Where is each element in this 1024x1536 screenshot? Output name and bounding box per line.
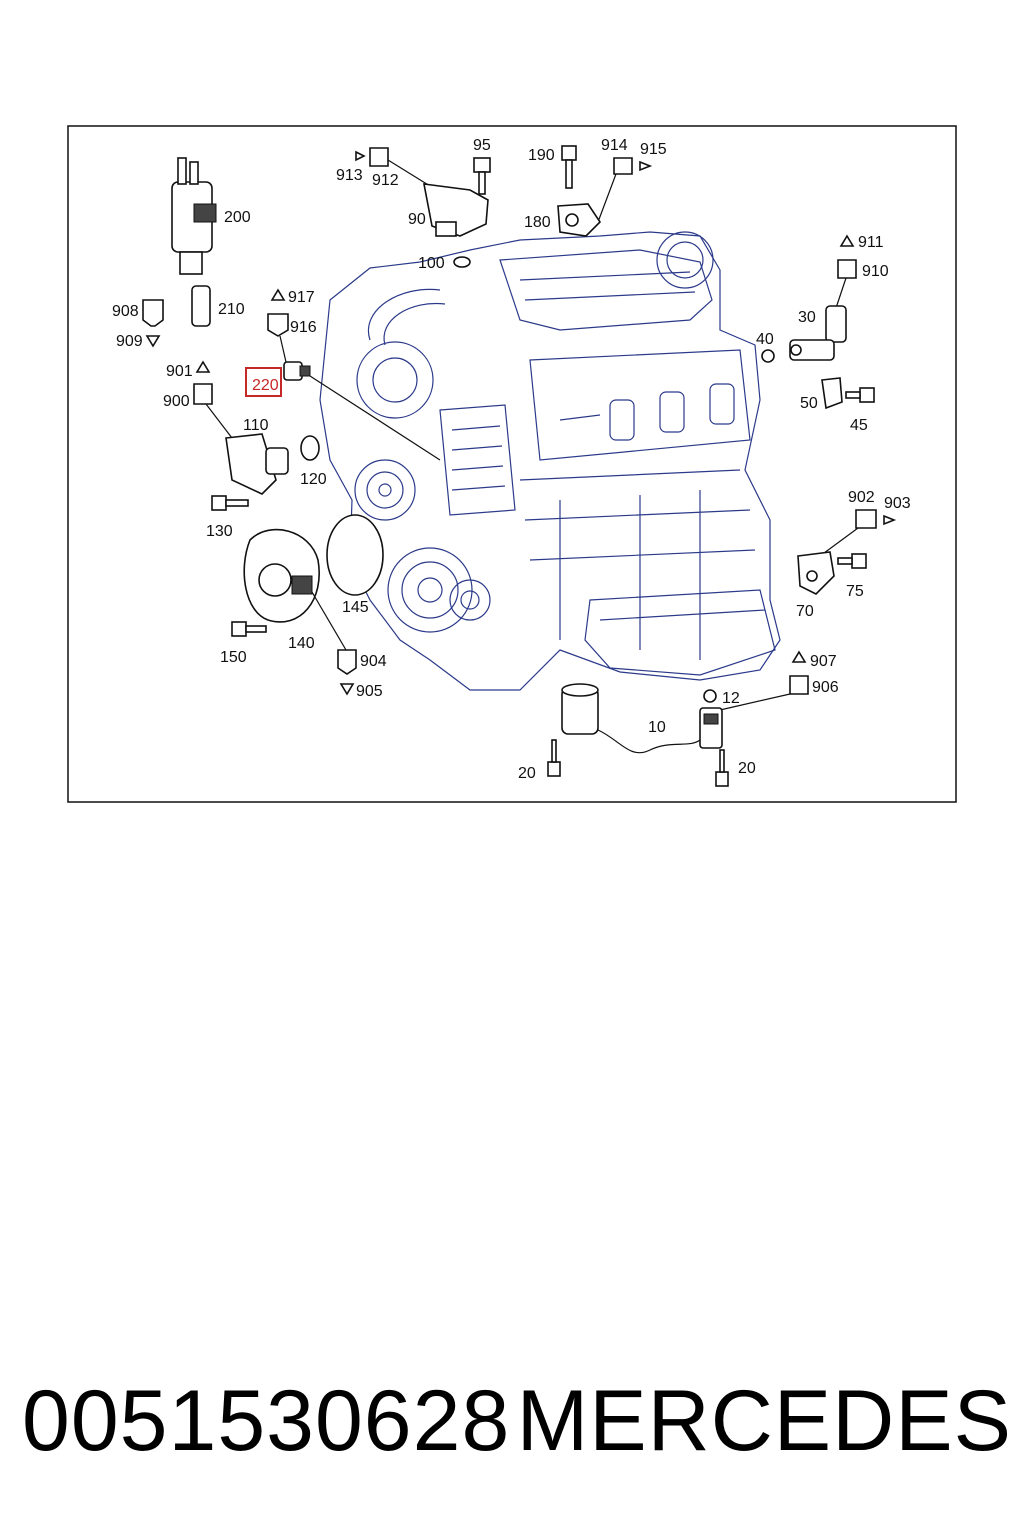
callout-130: 130 — [206, 523, 233, 540]
callout-916: 916 — [290, 319, 317, 336]
callout-913: 913 — [336, 167, 363, 184]
callout-905: 905 — [356, 683, 383, 700]
callout-917: 917 — [288, 289, 315, 306]
part-75-bolt — [837, 553, 867, 569]
part-210-sleeve — [191, 285, 211, 327]
part-50-gasket — [821, 377, 843, 410]
part-12-oring — [703, 689, 717, 703]
part-70-crank-sensor — [797, 551, 835, 595]
part-20-bolt-right — [715, 749, 729, 787]
callout-labels: 200 210 908 909 917 916 220 901 900 110 … — [112, 137, 911, 782]
callout-30: 30 — [798, 309, 816, 326]
callout-100: 100 — [418, 255, 445, 272]
callout-12: 12 — [722, 690, 740, 707]
part-90-sensor — [423, 183, 489, 237]
part-200-solenoid — [171, 157, 217, 275]
callout-145: 145 — [342, 599, 369, 616]
engine-exploded-diagram: 200 210 908 909 917 916 220 901 900 110 … — [67, 125, 957, 803]
callout-120: 120 — [300, 471, 327, 488]
part-140-cover — [243, 528, 320, 623]
callout-908: 908 — [112, 303, 139, 320]
part-95-bolt — [473, 157, 491, 195]
callout-915: 915 — [640, 141, 667, 158]
part-906-connector — [789, 650, 809, 695]
callout-95: 95 — [473, 137, 491, 154]
part-910-connector — [837, 234, 857, 279]
callout-912: 912 — [372, 172, 399, 189]
part-180-knock-sensor — [557, 203, 602, 237]
callout-140: 140 — [288, 635, 315, 652]
part-916-connector — [267, 288, 289, 337]
part-number-text: 0051530628 — [22, 1373, 511, 1469]
part-900-connector — [193, 360, 213, 405]
part-904-connector — [337, 649, 357, 696]
caption-bar: 0051530628 MERCEDES — [22, 1366, 1012, 1476]
callout-40: 40 — [756, 331, 774, 348]
callout-220: 220 — [252, 377, 279, 394]
part-10-oil-level-sensor — [561, 683, 723, 754]
engine-block-drawing — [319, 231, 781, 691]
callout-110: 110 — [243, 417, 269, 434]
part-902-connector — [855, 509, 897, 529]
callout-150: 150 — [220, 649, 247, 666]
part-130-bolt — [211, 495, 249, 511]
part-30-sensor — [789, 305, 847, 361]
part-120-oring — [300, 435, 320, 461]
part-150-bolt — [231, 621, 267, 637]
callout-903: 903 — [884, 495, 911, 512]
callout-910: 910 — [862, 263, 889, 280]
part-145-gasket — [326, 514, 384, 596]
callout-190: 190 — [528, 147, 555, 164]
part-110-sensor — [225, 433, 289, 495]
callout-90: 90 — [408, 211, 426, 228]
part-912-connector — [355, 147, 389, 167]
callout-20-right: 20 — [738, 760, 756, 777]
callout-180: 180 — [524, 214, 551, 231]
callout-906: 906 — [812, 679, 839, 696]
highlight-box-220 — [245, 367, 282, 397]
part-220-pressure-sensor — [283, 361, 311, 381]
callout-900: 900 — [163, 393, 190, 410]
callout-909: 909 — [116, 333, 143, 350]
part-40-washer — [761, 349, 775, 363]
callout-902: 902 — [848, 489, 875, 506]
callout-200: 200 — [224, 209, 251, 226]
callout-911: 911 — [858, 234, 884, 251]
callout-75: 75 — [846, 583, 864, 600]
callout-914: 914 — [601, 137, 628, 154]
callout-210: 210 — [218, 301, 245, 318]
callout-70: 70 — [796, 603, 814, 620]
callout-50: 50 — [800, 395, 818, 412]
callout-10: 10 — [648, 719, 666, 736]
part-190-bolt — [561, 145, 577, 189]
callout-20-left: 20 — [518, 765, 536, 782]
callout-904: 904 — [360, 653, 387, 670]
callout-45: 45 — [850, 417, 868, 434]
part-45-bolt — [845, 387, 875, 403]
part-100-seal — [453, 256, 471, 268]
part-914-connector — [613, 157, 653, 175]
brand-text: MERCEDES — [516, 1373, 1012, 1469]
diagram-frame — [67, 125, 957, 803]
callout-901: 901 — [166, 363, 193, 380]
part-20-bolt-left — [547, 739, 561, 777]
part-908-connector — [142, 299, 164, 348]
callout-907: 907 — [810, 653, 837, 670]
